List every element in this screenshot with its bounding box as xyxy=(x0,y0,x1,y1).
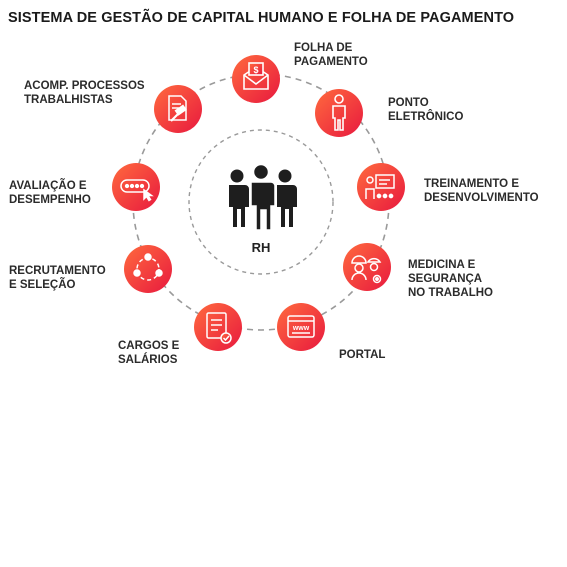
svg-text:$: $ xyxy=(253,65,258,75)
svg-text:www: www xyxy=(292,325,310,332)
module-label-portal: PORTAL xyxy=(339,349,386,361)
module-node-ponto[interactable] xyxy=(315,89,363,137)
inner-dashed-ring xyxy=(188,129,334,275)
rating-cursor-icon xyxy=(120,179,154,202)
module-label-cargos: CARGOS E SALÁRIOS xyxy=(118,340,180,366)
module-label-treinamento: TREINAMENTO E DESENVOLVIMENTO xyxy=(424,178,539,204)
module-label-avaliacao: AVALIAÇÃO E DESEMPENHO xyxy=(9,180,91,206)
module-label-ponto: PONTO ELETRÔNICO xyxy=(388,97,464,123)
center-label-rh: RH xyxy=(251,240,271,255)
module-label-medicina: MEDICINA E SEGURANÇA NO TRABALHO xyxy=(408,259,493,299)
module-node-medicina[interactable] xyxy=(343,243,391,291)
document-check-icon xyxy=(206,312,232,344)
people-group-icon xyxy=(229,163,297,231)
legal-document-gavel-icon xyxy=(168,95,187,122)
presentation-board-icon xyxy=(365,174,395,199)
module-node-acomp[interactable] xyxy=(154,85,202,133)
module-node-portal[interactable]: www xyxy=(277,303,325,351)
page-title: SISTEMA DE GESTÃO DE CAPITAL HUMANO E FO… xyxy=(8,10,515,26)
recruitment-cycle-icon xyxy=(133,253,163,281)
payroll-envelope-icon: $ xyxy=(243,62,269,90)
web-browser-icon: www xyxy=(287,315,315,338)
safety-workers-icon xyxy=(351,255,382,284)
module-node-cargos[interactable] xyxy=(194,303,242,351)
module-label-acomp: ACOMP. PROCESSOS TRABALHISTAS xyxy=(24,80,145,106)
module-node-avaliacao[interactable] xyxy=(112,163,160,211)
module-label-recrutamento: RECRUTAMENTO E SELEÇÃO xyxy=(9,265,106,291)
module-label-folha: FOLHA DE PAGAMENTO xyxy=(294,42,368,68)
module-node-treinamento[interactable] xyxy=(357,163,405,211)
person-standing-icon xyxy=(332,94,346,131)
module-node-folha[interactable]: $ xyxy=(232,55,280,103)
module-node-recrutamento[interactable] xyxy=(124,245,172,293)
